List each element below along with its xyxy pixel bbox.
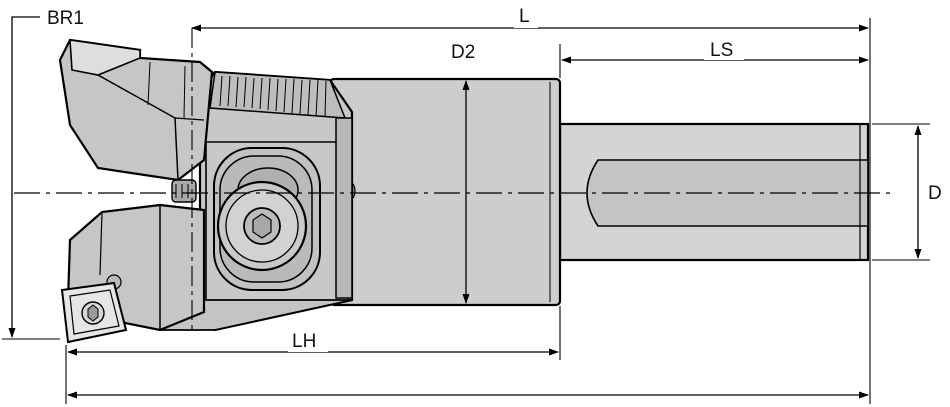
tool-body	[328, 77, 562, 307]
label-d2: D2	[451, 42, 475, 63]
label-ls: LS	[710, 40, 733, 61]
dim-br1-leader	[8, 16, 40, 338]
label-lh: LH	[292, 331, 316, 352]
label-d: D	[928, 183, 942, 204]
upper-insert-holder	[58, 38, 214, 203]
shank	[558, 122, 870, 262]
label-l: L	[519, 6, 530, 27]
cutting-insert	[60, 281, 128, 344]
clamping-screw	[216, 180, 308, 272]
extension-lines	[2, 18, 930, 404]
label-br1: BR1	[47, 8, 84, 29]
